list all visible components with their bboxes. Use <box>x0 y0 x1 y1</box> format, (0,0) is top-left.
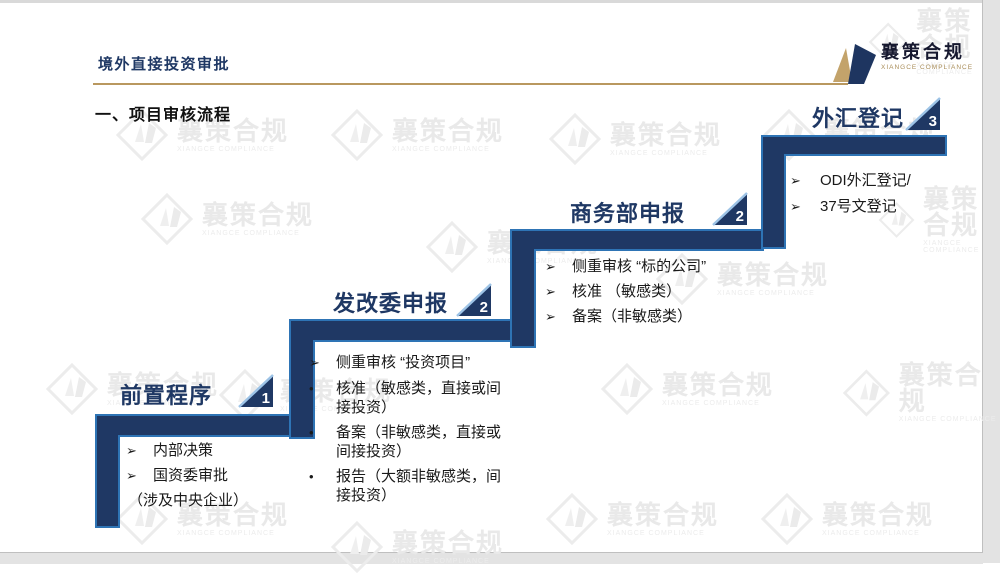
list-item: （涉及中央企业） <box>128 492 249 509</box>
watermark-diamond-icon <box>600 362 654 416</box>
step4-title: 外汇登记 <box>812 106 905 131</box>
list-item: • 备案（非敏感类，直接或间接投资） <box>309 424 502 460</box>
watermark-diamond-icon <box>760 492 814 546</box>
step2-item-list: ➢ 侧重审核 “投资项目” • 核准（敏感类，直接或间接投资） • 备案（非敏感… <box>309 353 515 511</box>
step2-number-badge: 2 <box>456 283 492 317</box>
list-item: ➢ 备案（非敏感类） <box>545 308 693 325</box>
watermark-diamond-icon <box>842 368 891 417</box>
step3-number: 2 <box>735 208 744 225</box>
list-item: ➢ 国资委审批 <box>126 467 229 484</box>
slide-top-edge <box>0 0 1000 3</box>
step2-title: 发改委申报 <box>333 291 449 316</box>
list-item: ➢ 侧重审核 “投资项目” <box>309 354 471 371</box>
list-item: ➢ ODI外汇登记/ <box>790 172 911 189</box>
list-item: ➢ 核准 （敏感类） <box>545 283 682 300</box>
company-logo: 襄策合规 XIANGCE COMPLIANCE <box>831 42 973 91</box>
step4-item-list: ➢ ODI外汇登记/ ➢ 37号文登记 <box>790 171 955 223</box>
dot-bullet-icon: • <box>309 425 314 440</box>
list-item: • 核准（敏感类，直接或间接投资） <box>309 380 502 416</box>
arrow-bullet-icon: ➢ <box>309 355 320 370</box>
list-item: ➢ 37号文登记 <box>790 198 897 215</box>
dot-bullet-icon: • <box>309 381 314 396</box>
arrow-bullet-icon: ➢ <box>126 468 137 483</box>
section-title: 一、项目审核流程 <box>95 107 232 124</box>
watermark-diamond-icon <box>140 192 194 246</box>
logo-subtitle: XIANGCE COMPLIANCE <box>881 64 974 71</box>
logo-swoosh-icon <box>831 42 877 91</box>
list-item: ➢ 内部决策 <box>126 442 214 459</box>
step3-title: 商务部申报 <box>570 201 686 226</box>
watermark-diamond-icon <box>425 220 479 274</box>
arrow-bullet-icon: ➢ <box>126 443 137 458</box>
watermark-diamond-icon <box>330 108 384 162</box>
watermark-diamond-icon <box>545 492 599 546</box>
list-item: ➢ 侧重审核 “标的公司” <box>545 258 707 275</box>
arrow-bullet-icon: ➢ <box>545 284 556 299</box>
step4-number: 3 <box>928 113 937 130</box>
step1-number: 1 <box>261 390 270 407</box>
page-title: 境外直接投资审批 <box>98 56 231 73</box>
logo-name: 襄策合规 <box>881 42 965 62</box>
watermark-diamond-icon <box>330 520 384 574</box>
arrow-bullet-icon: ➢ <box>545 309 556 324</box>
step2-number: 2 <box>479 299 488 316</box>
slide-right-edge <box>982 0 1000 563</box>
arrow-bullet-icon: ➢ <box>545 259 556 274</box>
header-divider-line <box>93 83 848 85</box>
watermark-diamond-icon <box>548 112 602 166</box>
dot-bullet-icon: • <box>309 469 314 484</box>
list-item: • 报告（大额非敏感类，间接投资） <box>309 468 502 504</box>
step1-title: 前置程序 <box>120 383 213 408</box>
step3-item-list: ➢ 侧重审核 “标的公司” ➢ 核准 （敏感类） ➢ 备案（非敏感类） <box>545 257 760 332</box>
arrow-bullet-icon: ➢ <box>790 199 801 214</box>
arrow-bullet-icon: ➢ <box>790 173 801 188</box>
step3-number-badge: 2 <box>712 192 748 226</box>
watermark-diamond-icon <box>45 362 99 416</box>
slide-bottom-edge <box>0 552 983 564</box>
step1-number-badge: 1 <box>238 374 274 408</box>
step4-number-badge: 3 <box>905 97 941 131</box>
step1-item-list: ➢ 内部决策 ➢ 国资委审批 （涉及中央企业） <box>126 441 296 516</box>
